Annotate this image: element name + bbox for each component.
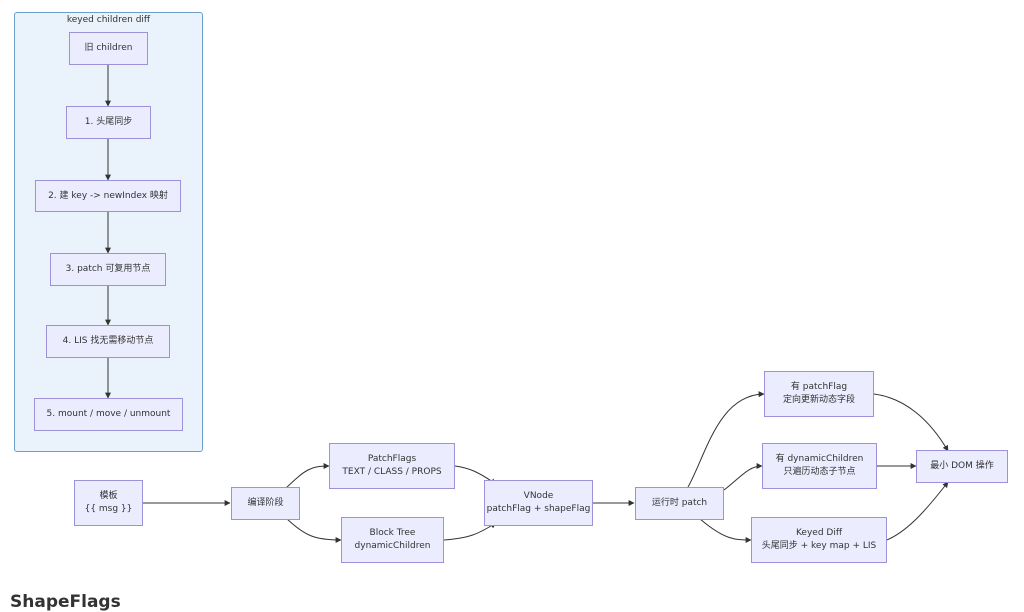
edge-compile-to-blocktree bbox=[285, 517, 342, 543]
node-vnode: VNode patchFlag + shapeFlag bbox=[484, 480, 593, 526]
node-has-patchflag: 有 patchFlag 定向更新动态字段 bbox=[764, 371, 874, 417]
node-compile-stage: 编译阶段 bbox=[231, 487, 300, 520]
node-keyed-diff: Keyed Diff 头尾同步 + key map + LIS bbox=[751, 517, 887, 563]
section-heading: ShapeFlags bbox=[10, 592, 121, 612]
edge-runtime-to-has-patchflag bbox=[687, 391, 765, 488]
node-step2-key-map: 2. 建 key -> newIndex 映射 bbox=[35, 180, 181, 212]
node-step4-lis: 4. LIS 找无需移动节点 bbox=[46, 325, 170, 358]
node-runtime-patch: 运行时 patch bbox=[635, 487, 724, 520]
node-step3-patch-reusable: 3. patch 可复用节点 bbox=[50, 253, 166, 286]
node-patchflags: PatchFlags TEXT / CLASS / PROPS bbox=[329, 443, 455, 489]
node-step1-head-tail-sync: 1. 头尾同步 bbox=[66, 106, 151, 139]
edge-keyed-diff-to-min-dom bbox=[886, 481, 949, 541]
node-step5-mount-move-unmount: 5. mount / move / unmount bbox=[34, 398, 183, 431]
subgraph-title: keyed children diff bbox=[66, 15, 151, 25]
node-template: 模板 {{ msg }} bbox=[74, 480, 143, 526]
node-block-tree: Block Tree dynamicChildren bbox=[341, 517, 444, 563]
edge-has-patchflag-to-min-dom bbox=[873, 393, 949, 452]
edge-runtime-to-keyed-diff bbox=[699, 518, 752, 543]
edge-compile-to-patchflags bbox=[285, 463, 330, 489]
node-has-dynamic-children: 有 dynamicChildren 只遍历动态子节点 bbox=[762, 443, 877, 489]
node-old-children: 旧 children bbox=[69, 32, 148, 65]
node-min-dom-ops: 最小 DOM 操作 bbox=[916, 450, 1008, 483]
edge-runtime-to-has-dynamic bbox=[723, 463, 763, 491]
